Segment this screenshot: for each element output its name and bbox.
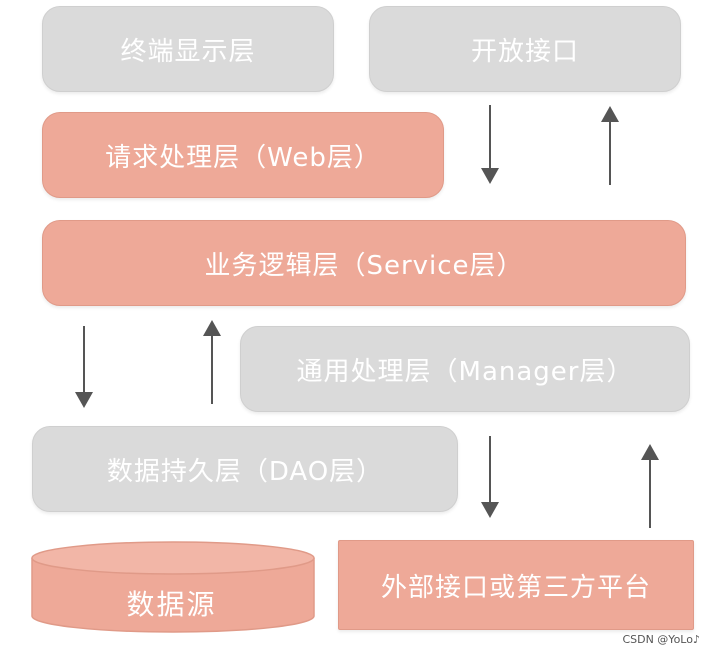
web-layer-label: 请求处理层（Web层） [105,142,381,173]
up-arrow-icon [641,444,659,528]
dao-layer: 数据持久层（DAO层） [32,426,458,512]
service-layer: 业务逻辑层（Service层） [42,220,686,306]
terminal-display-layer-label: 终端显示层 [120,36,256,67]
dao-layer-label: 数据持久层（DAO层） [106,456,384,487]
up-arrow-icon [203,320,221,404]
down-arrow-icon [481,436,499,518]
manager-layer-label: 通用处理层（Manager层） [296,356,634,387]
service-layer-label: 业务逻辑层（Service层） [204,250,524,281]
external-platform-layer-label: 外部接口或第三方平台 [380,572,651,603]
external-platform-layer: 外部接口或第三方平台 [338,540,694,630]
open-api-layer-label: 开放接口 [470,36,579,67]
down-arrow-icon [75,326,93,408]
terminal-display-layer: 终端显示层 [42,6,334,92]
down-arrow-icon [481,105,499,184]
web-layer: 请求处理层（Web层） [42,112,444,198]
datasource-cylinder [31,541,315,633]
datasource-label: 数据源 [126,588,217,621]
watermark: CSDN @YoLo♪ [622,633,700,646]
up-arrow-icon [601,106,619,185]
open-api-layer: 开放接口 [369,6,681,92]
manager-layer: 通用处理层（Manager层） [240,326,690,412]
